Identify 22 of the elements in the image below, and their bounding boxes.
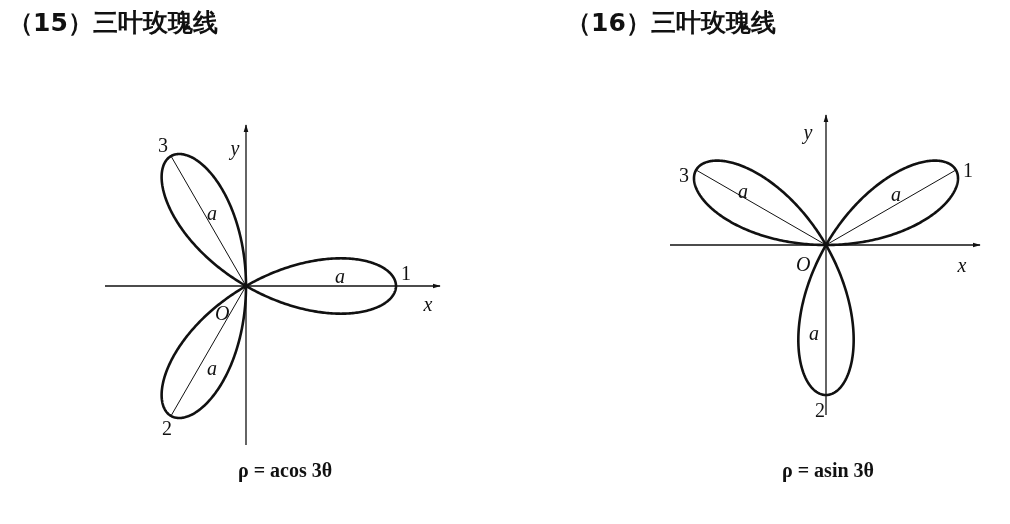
petal-number: 2 [162,418,172,438]
title: （16）三叶玫瑰线 [566,9,776,35]
equation: ρ = acos 3θ [238,460,333,480]
equation: ρ = asin 3θ [782,460,874,480]
length-label: a [809,323,819,343]
origin-label: O [796,254,811,274]
length-label: a [335,266,345,286]
length-label: a [738,181,748,201]
length-label: a [207,358,217,378]
axis-label: x [957,255,967,275]
title: （15）三叶玫瑰线 [8,9,218,35]
petal-number: 3 [679,165,689,185]
axis-label: x [423,294,433,314]
petal-number: 1 [963,160,973,180]
length-label: a [207,203,217,223]
axis-label: y [230,138,240,158]
petal-number: 1 [401,263,411,283]
petal-number: 2 [815,400,825,420]
origin-label: O [215,303,230,323]
length-label: a [891,184,901,204]
petal-number: 3 [158,135,168,155]
axis-label: y [803,122,813,142]
